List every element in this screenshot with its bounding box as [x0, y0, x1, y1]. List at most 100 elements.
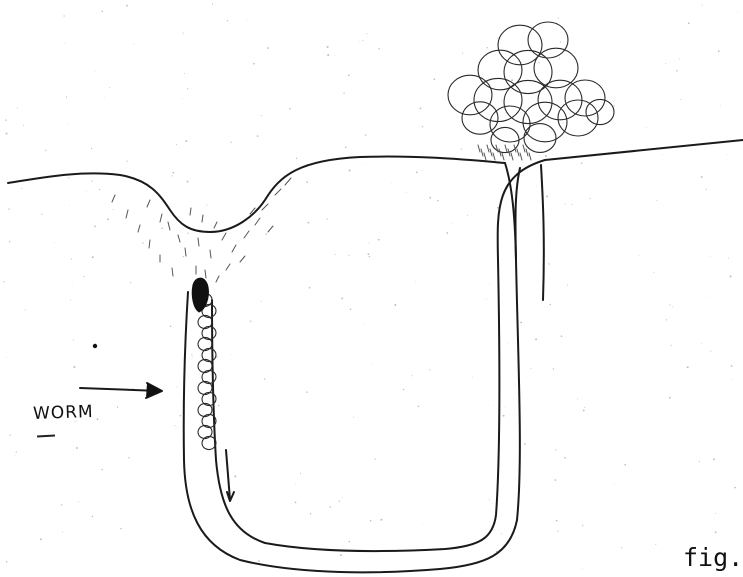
- speckle-dot: [669, 397, 671, 399]
- cast-hatch: [511, 153, 513, 160]
- speckle-dot: [501, 100, 502, 101]
- speckle-dot: [493, 405, 494, 406]
- speckle-dot: [339, 500, 340, 501]
- ink-dot: [93, 344, 97, 348]
- speckle-dot: [120, 528, 121, 529]
- cast-hatch: [502, 153, 504, 160]
- speckle-dot: [206, 204, 207, 205]
- speckle-dot: [25, 310, 26, 311]
- speckle-dot: [614, 100, 615, 101]
- speckle-dot: [187, 181, 189, 183]
- speckle-dot: [687, 366, 689, 368]
- speckle-dot: [94, 226, 96, 228]
- cast-hatch: [484, 153, 486, 160]
- speckle-dot: [560, 41, 561, 42]
- speckle-dot: [701, 343, 702, 344]
- paper-speckle: [3, 3, 738, 569]
- sediment-dash: [160, 214, 162, 222]
- speckle-dot: [503, 415, 505, 417]
- cast-loop: [558, 100, 598, 136]
- speckle-dot: [531, 368, 532, 369]
- speckle-dot: [378, 239, 380, 241]
- soil-surface-right: [545, 140, 743, 160]
- speckle-dot: [406, 192, 407, 193]
- speckle-dot: [676, 70, 678, 72]
- speckle-dot: [247, 19, 248, 20]
- speckle-dot: [455, 312, 456, 313]
- speckle-dot: [364, 323, 365, 324]
- speckle-dot: [353, 417, 354, 418]
- speckle-dot: [522, 562, 523, 563]
- speckle-dot: [461, 148, 462, 149]
- speckle-dot: [416, 172, 418, 174]
- cast-pile-icon: [448, 22, 614, 160]
- speckle-dot: [73, 339, 74, 340]
- speckle-dot: [472, 377, 473, 378]
- speckle-dot: [538, 62, 539, 63]
- speckle-dot: [624, 464, 626, 466]
- speckle-dot: [497, 164, 498, 165]
- worm-label: WORM: [33, 402, 94, 424]
- speckle-dot: [295, 502, 297, 504]
- speckle-dot: [415, 281, 416, 282]
- speckle-dot: [422, 126, 423, 127]
- speckle-dot: [172, 172, 174, 174]
- speckle-dot: [117, 406, 119, 408]
- speckle-dot: [489, 284, 490, 285]
- speckle-dot: [6, 561, 7, 562]
- speckle-dot: [705, 189, 706, 190]
- speckle-dot: [67, 124, 68, 125]
- speckle-dot: [702, 4, 703, 5]
- speckle-dot: [583, 410, 585, 412]
- speckle-dot: [370, 520, 372, 522]
- cast-hatch: [526, 149, 528, 156]
- funnel-sediment-lines: [112, 178, 291, 282]
- speckle-dot: [231, 354, 232, 355]
- cast-loop: [524, 124, 556, 153]
- sediment-dash: [112, 195, 115, 202]
- speckle-dot: [257, 135, 259, 137]
- speckle-dot: [621, 547, 622, 548]
- speckle-dot: [216, 356, 217, 357]
- speckle-dot: [327, 54, 329, 56]
- cast-hatch: [529, 153, 531, 160]
- speckle-dot: [582, 569, 583, 570]
- speckle-dot: [94, 71, 95, 72]
- sediment-dash: [285, 178, 291, 185]
- speckle-dot: [732, 379, 733, 380]
- speckle-dot: [73, 366, 75, 368]
- speckle-dot: [614, 105, 615, 106]
- speckle-dot: [62, 532, 63, 533]
- speckle-dot: [699, 461, 700, 462]
- cast-hatch: [493, 153, 495, 160]
- speckle-dot: [345, 146, 347, 148]
- speckle-dot: [467, 215, 468, 216]
- speckle-dot: [546, 196, 548, 198]
- cast-loop: [565, 80, 605, 116]
- speckle-dot: [92, 256, 94, 258]
- speckle-dot: [306, 181, 308, 183]
- sediment-dash: [202, 215, 203, 222]
- speckle-dot: [555, 479, 557, 481]
- speckle-dot: [295, 483, 296, 484]
- speckle-dot: [348, 541, 350, 543]
- speckle-dot: [556, 520, 558, 522]
- speckle-dot: [508, 343, 509, 344]
- speckle-dot: [261, 115, 262, 116]
- speckle-dot: [555, 449, 556, 450]
- speckle-dot: [15, 455, 16, 456]
- speckle-dot: [420, 108, 422, 110]
- speckle-dot: [41, 214, 42, 215]
- speckle-dot: [375, 459, 376, 460]
- speckle-dot: [429, 197, 431, 199]
- speckle-dot: [192, 357, 193, 358]
- speckle-dot: [348, 74, 350, 76]
- speckle-dot: [176, 144, 177, 145]
- speckle-dot: [91, 148, 92, 149]
- speckle-dot: [550, 304, 551, 305]
- speckle-dot: [170, 326, 171, 327]
- cast-loop: [462, 102, 498, 134]
- speckle-dot: [142, 242, 143, 243]
- speckle-dot: [367, 33, 368, 34]
- speckle-dot: [188, 233, 189, 234]
